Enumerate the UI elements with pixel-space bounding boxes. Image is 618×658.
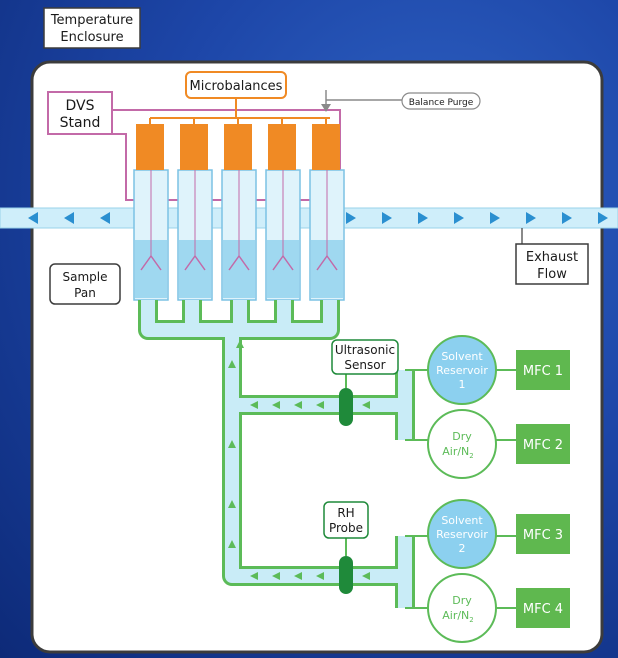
balance-purge-label-box: [401, 92, 481, 110]
svg-text:Exhaust: Exhaust: [526, 250, 578, 265]
rh-probe-label-2: Probe: [329, 521, 363, 535]
mfc-2-label: MFC 2: [523, 438, 563, 453]
exhaust-flow-label-1: Exhaust: [526, 250, 578, 265]
exhaust-flow-label-box: [515, 243, 589, 285]
mfc-4-label: MFC 4: [523, 602, 563, 617]
svg-text:Stand: Stand: [60, 115, 101, 131]
microbalances-label-box: [185, 71, 287, 99]
exhaust-flow-tube: [0, 207, 618, 229]
svg-text:Temperature: Temperature: [50, 13, 133, 28]
sample-pan-label-box: [49, 263, 121, 305]
svg-text:Air/N2: Air/N2: [442, 609, 474, 624]
solvent-reservoir-2: [427, 499, 497, 569]
dry-air-2-label-1: Dry: [452, 594, 472, 607]
sample-pan-label-1: Sample: [63, 270, 108, 284]
sample-chambers: [133, 118, 345, 301]
svg-text:Air/N2: Air/N2: [442, 445, 474, 460]
mfc-4-box: [516, 588, 570, 628]
svg-text:Dry: Dry: [452, 430, 472, 443]
sample-pan-label-2: Pan: [74, 286, 96, 300]
dvs-stand-label-2: Stand: [60, 115, 101, 131]
dvs-stand-label-1: DVS: [66, 98, 95, 114]
solvent-reservoir-2-label-3: 2: [459, 542, 466, 555]
svg-text:MFC 3: MFC 3: [523, 528, 563, 543]
microbalances-label: Microbalances: [190, 79, 283, 94]
svg-text:MFC 4: MFC 4: [523, 602, 563, 617]
balance-purge-label: Balance Purge: [409, 98, 474, 108]
svg-text:Reservoir: Reservoir: [436, 528, 488, 541]
solvent-reservoir-1-label-3: 1: [459, 378, 466, 391]
exhaust-arrows: [28, 212, 608, 224]
solvent-reservoir-1-label-1: Solvent: [441, 350, 483, 363]
dry-air-2-label-sub: 2: [469, 616, 473, 624]
svg-text:Solvent: Solvent: [441, 350, 483, 363]
dvs-stand-label-box: [47, 91, 113, 135]
rh-probe-label-1: RH: [337, 506, 354, 520]
rh-probe-body: [339, 556, 353, 594]
mfc-3-label: MFC 3: [523, 528, 563, 543]
dry-air-2-label-2: Air/N: [442, 609, 469, 622]
temperature-enclosure-label-box: [43, 7, 141, 49]
svg-text:MFC 1: MFC 1: [523, 364, 563, 379]
dry-air-1-label-1: Dry: [452, 430, 472, 443]
temperature-enclosure-label-1: Temperature: [50, 13, 133, 28]
svg-text:Dry: Dry: [452, 594, 472, 607]
ultrasonic-sensor-body: [339, 388, 353, 426]
mfc-3-box: [516, 514, 570, 554]
temperature-enclosure-label-2: Enclosure: [60, 30, 123, 45]
mfc-2-box: [516, 424, 570, 464]
ultrasonic-sensor-label-2: Sensor: [344, 358, 385, 372]
svg-text:Sample: Sample: [63, 270, 108, 284]
dry-air-2: [427, 573, 497, 643]
svg-text:Balance Purge: Balance Purge: [409, 98, 474, 108]
svg-text:Ultrasonic: Ultrasonic: [335, 343, 395, 357]
ultrasonic-sensor-label-box: [331, 339, 399, 375]
gas-flow-arrows: [228, 340, 370, 580]
svg-text:Probe: Probe: [329, 521, 363, 535]
svg-text:Flow: Flow: [537, 267, 567, 282]
rh-probe-label-box: [323, 501, 369, 539]
svg-text:MFC 2: MFC 2: [523, 438, 563, 453]
dry-air-1-label-sub: 2: [469, 452, 473, 460]
mfc-1-label: MFC 1: [523, 364, 563, 379]
svg-text:Enclosure: Enclosure: [60, 30, 123, 45]
ultrasonic-sensor-label-1: Ultrasonic: [335, 343, 395, 357]
dry-air-1: [427, 409, 497, 479]
svg-text:2: 2: [459, 542, 466, 555]
svg-text:DVS: DVS: [66, 98, 95, 114]
dry-air-1-label-2: Air/N: [442, 445, 469, 458]
exhaust-flow-label-2: Flow: [537, 267, 567, 282]
solvent-reservoir-2-label-2: Reservoir: [436, 528, 488, 541]
svg-text:Microbalances: Microbalances: [190, 79, 283, 94]
svg-text:Sensor: Sensor: [344, 358, 385, 372]
solvent-reservoir-1: [427, 335, 497, 405]
solvent-reservoir-2-label-1: Solvent: [441, 514, 483, 527]
mfc-1-box: [516, 350, 570, 390]
svg-text:RH: RH: [337, 506, 354, 520]
svg-text:Pan: Pan: [74, 286, 96, 300]
svg-text:Solvent: Solvent: [441, 514, 483, 527]
svg-text:1: 1: [459, 378, 466, 391]
svg-text:Reservoir: Reservoir: [436, 364, 488, 377]
solvent-reservoir-1-label-2: Reservoir: [436, 364, 488, 377]
